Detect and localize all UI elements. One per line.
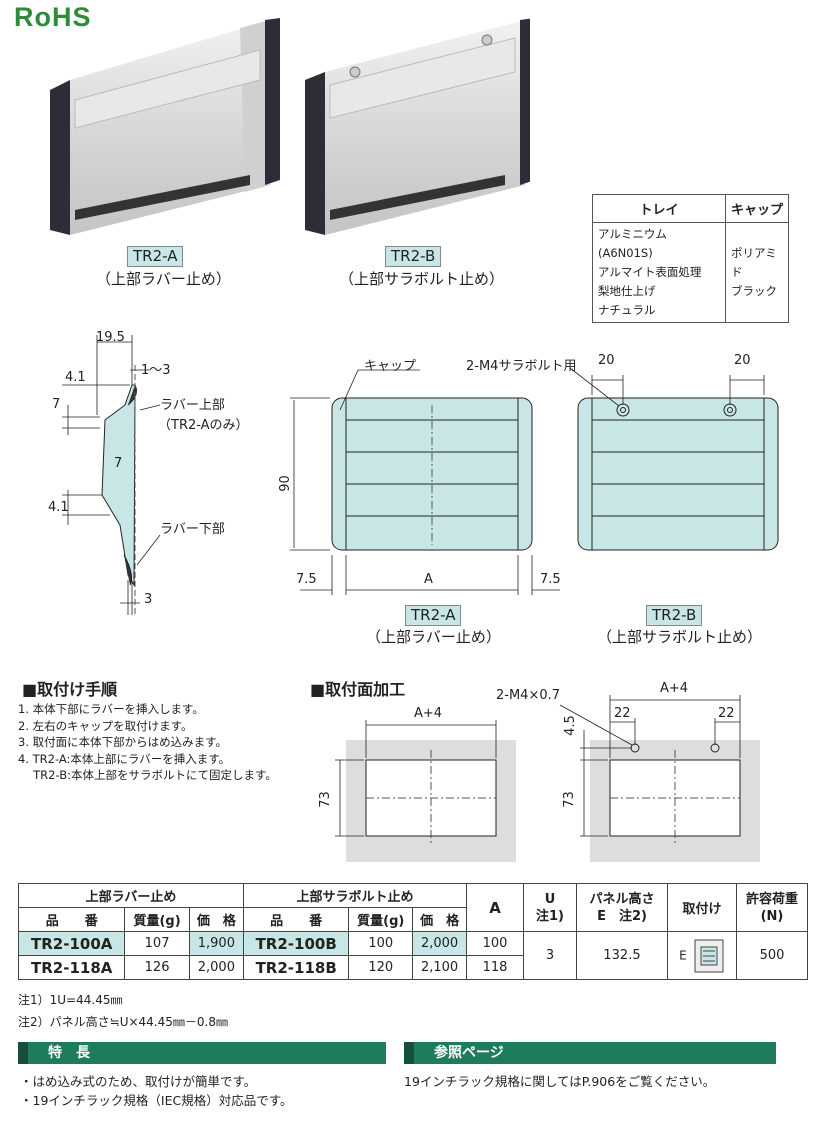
material-spec-table: トレイキャップ アルミニウム(A6N01S) アルマイト表面処理 梨地仕上げ ナ… — [592, 194, 789, 323]
dim-4-1-top: 4.1 — [65, 370, 86, 385]
th-a: A — [466, 883, 524, 932]
spec-tray-line: アルマイト表面処理 — [598, 265, 702, 279]
th-price-b: 価 格 — [412, 907, 467, 932]
cutout-73: 73 — [317, 791, 333, 808]
spec-header-tray: トレイ — [592, 194, 726, 223]
feature-item: ・はめ込み式のため、取付けが簡単です。 — [20, 1074, 257, 1089]
spec-tray-line: ナチュラル — [598, 303, 656, 317]
cutout-m4: 2-M4×0.7 — [496, 688, 561, 703]
spec-tray-line: 梨地仕上げ — [598, 284, 656, 298]
spec-tray-line: アルミニウム(A6N01S) — [598, 227, 667, 260]
front-label-a: TR2-A — [405, 605, 462, 626]
th-mass-a: 質量(g) — [124, 907, 190, 932]
mount-icon — [694, 939, 724, 972]
front-sub-b: （上部サラボルト止め） — [597, 628, 763, 646]
cutout-title: ■取付面加工 — [310, 680, 406, 699]
dim-hole-20-left: 20 — [598, 353, 615, 368]
note-2: 注2）パネル高さ≒U×44.45㎜－0.8㎜ — [18, 1015, 228, 1029]
tr2-b-photo — [305, 18, 530, 235]
cutout-73-b: 73 — [561, 791, 577, 808]
sub-label-b: （上部サラボルト止め） — [339, 270, 505, 288]
model-label-a: TR2-A — [127, 246, 184, 267]
mount-steps: 1. 本体下部にラバーを挿入します。 2. 左右のキャップを取付けます。 3. … — [18, 701, 277, 784]
cutout-a4-b: A+4 — [660, 681, 689, 696]
dim-hole-20-right: 20 — [734, 353, 751, 368]
cell-u: 3 — [523, 931, 577, 980]
spec-cap-line: ポリアミド — [731, 246, 777, 279]
cutout-a4: A+4 — [414, 706, 443, 721]
front-view-drawings — [290, 367, 779, 595]
mount-step: 3. 取付面に本体下部からはめ込みます。 — [18, 735, 227, 749]
tr2-a-photo — [50, 18, 280, 235]
model-label-b: TR2-B — [385, 246, 442, 267]
reference-text: 19インチラック規格に関してはP.906をご覧ください。 — [404, 1074, 716, 1089]
spec-cap-line: ブラック — [731, 284, 777, 298]
reference-bar: 参照ページ — [404, 1042, 776, 1064]
cell-mount: E — [667, 931, 737, 980]
dim-4-1-bottom: 4.1 — [48, 500, 69, 515]
cutout-drawings — [335, 695, 760, 862]
dim-a: A — [424, 572, 433, 587]
th-pn-b: 品 番 — [242, 907, 350, 932]
label-rubber-bottom: ラバー下部 — [160, 522, 225, 537]
features-bar: 特 長 — [18, 1042, 386, 1064]
front-a — [290, 369, 560, 595]
th-load: 許容荷重(N) — [736, 883, 808, 932]
side-profile-drawing — [62, 335, 161, 615]
th-rubber: 上部ラバー止め — [18, 883, 244, 908]
th-mass-b: 質量(g) — [348, 907, 414, 932]
label-cap: キャップ — [364, 359, 417, 374]
mount-title: ■取付け手順 — [22, 680, 118, 699]
dim-1-3: 1～3 — [141, 363, 171, 378]
dim-3: 3 — [144, 592, 153, 607]
features-list: ・はめ込み式のため、取付けが簡単です。 ・19インチラック規格（IEC規格）対応… — [20, 1072, 292, 1110]
mount-step: TR2-B:本体上部をサラボルトにて固定します。 — [18, 768, 277, 782]
note-1: 注1）1U=44.45㎜ — [18, 993, 123, 1007]
rohs-logo: RoHS — [14, 2, 92, 32]
mount-e-label: E — [679, 948, 687, 962]
sub-label-a: （上部ラバー止め） — [96, 270, 231, 288]
cutout-22-right: 22 — [718, 706, 735, 721]
dim-7-5-right: 7.5 — [540, 572, 561, 587]
dim-19-5: 19.5 — [96, 330, 125, 345]
th-pn-a: 品 番 — [17, 907, 126, 932]
mount-step: 2. 左右のキャップを取付けます。 — [18, 718, 193, 733]
feature-item: ・19インチラック規格（IEC規格）対応品です。 — [20, 1093, 293, 1108]
cell-panel: 132.5 — [576, 931, 668, 980]
cutout-22-left: 22 — [614, 706, 631, 721]
spec-header-cap: キャップ — [725, 194, 789, 223]
cutout-4-5: 4.5 — [562, 715, 578, 736]
th-mount: 取付け — [667, 883, 737, 932]
mount-step: 1. 本体下部にラバーを挿入します。 — [18, 702, 204, 716]
front-b — [569, 367, 779, 551]
product-photos — [50, 18, 530, 235]
front-sub-a: （上部ラバー止め） — [366, 628, 501, 646]
table-row: TR2-118A 126 2,000 TR2-118B 120 2,100 11… — [17, 955, 808, 980]
table-row: TR2-100A 107 1,900 TR2-100B 100 2,000 10… — [17, 931, 808, 980]
dim-7-5-left: 7.5 — [296, 572, 317, 587]
label-bolt: 2-M4サラボルト用 — [466, 359, 577, 374]
front-label-b: TR2-B — [646, 605, 703, 626]
th-bolt: 上部サラボルト止め — [243, 883, 467, 908]
th-price-a: 価 格 — [188, 907, 245, 932]
mount-step: 4. TR2-A:本体上部にラバーを挿入ます。 — [18, 751, 231, 766]
label-rubber-top-note: （TR2-Aのみ） — [158, 418, 249, 433]
label-rubber-top: ラバー上部 — [160, 398, 225, 413]
dim-7-inner: 7 — [114, 456, 123, 471]
cell-load: 500 — [736, 931, 808, 980]
dim-7-left: 7 — [52, 397, 61, 412]
dim-90: 90 — [277, 475, 293, 492]
